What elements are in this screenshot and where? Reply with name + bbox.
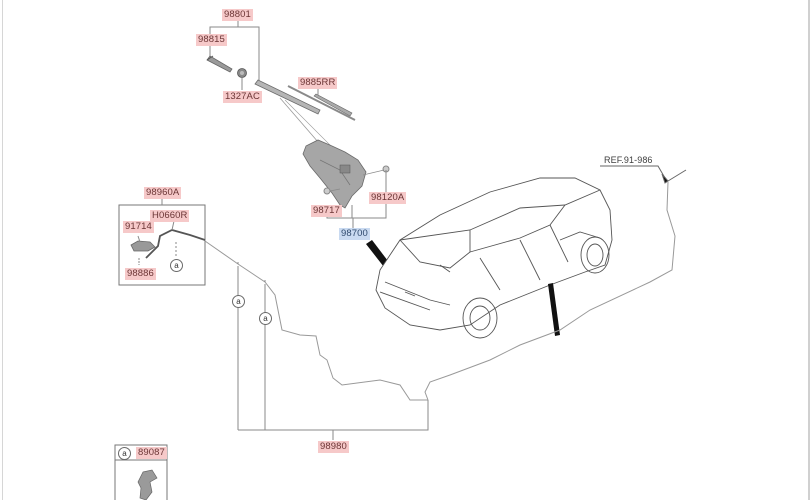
frame-edge-right [808,0,810,500]
label-h0660r[interactable]: H0660R [150,210,190,222]
label-98815[interactable]: 98815 [196,34,227,46]
clip-detail-box [114,444,168,500]
callout-a-left-1: a [232,295,245,308]
washer-hose-right [424,181,676,401]
label-9885rr[interactable]: 9885RR [298,77,338,89]
label-91714[interactable]: 91714 [123,221,154,233]
callout-a-box: a [118,447,131,460]
label-98801[interactable]: 98801 [222,9,253,21]
wiper-blade-part [287,85,356,121]
cap-nut-part [237,68,247,90]
hose-location-pointer [548,283,560,336]
label-98120a[interactable]: 98120A [369,192,407,204]
nozzle-part [130,235,156,265]
vehicle-outline [375,177,613,339]
label-98886[interactable]: 98886 [125,268,156,280]
callout-a-nozzle: a [170,259,183,272]
label-98960a[interactable]: 98960A [144,187,182,199]
grommet-clip-part [137,469,158,500]
leader-98801 [209,20,260,82]
label-98700[interactable]: 98700 [339,228,370,240]
label-89087[interactable]: 89087 [136,447,167,459]
label-98717[interactable]: 98717 [311,205,342,217]
callout-a-left-2: a [259,312,272,325]
wiper-motor-part [302,139,390,209]
wiper-arm-part [206,55,233,73]
ref-leader [600,165,687,184]
wiper-arm-main-part [254,79,334,151]
frame-edge-left [2,0,3,500]
nozzle-hose-part [145,229,206,259]
label-98980[interactable]: 98980 [318,441,349,453]
washer-hose-left [204,240,428,401]
reference-label[interactable]: REF.91-986 [604,155,653,165]
label-1327ac[interactable]: 1327AC [223,91,262,103]
